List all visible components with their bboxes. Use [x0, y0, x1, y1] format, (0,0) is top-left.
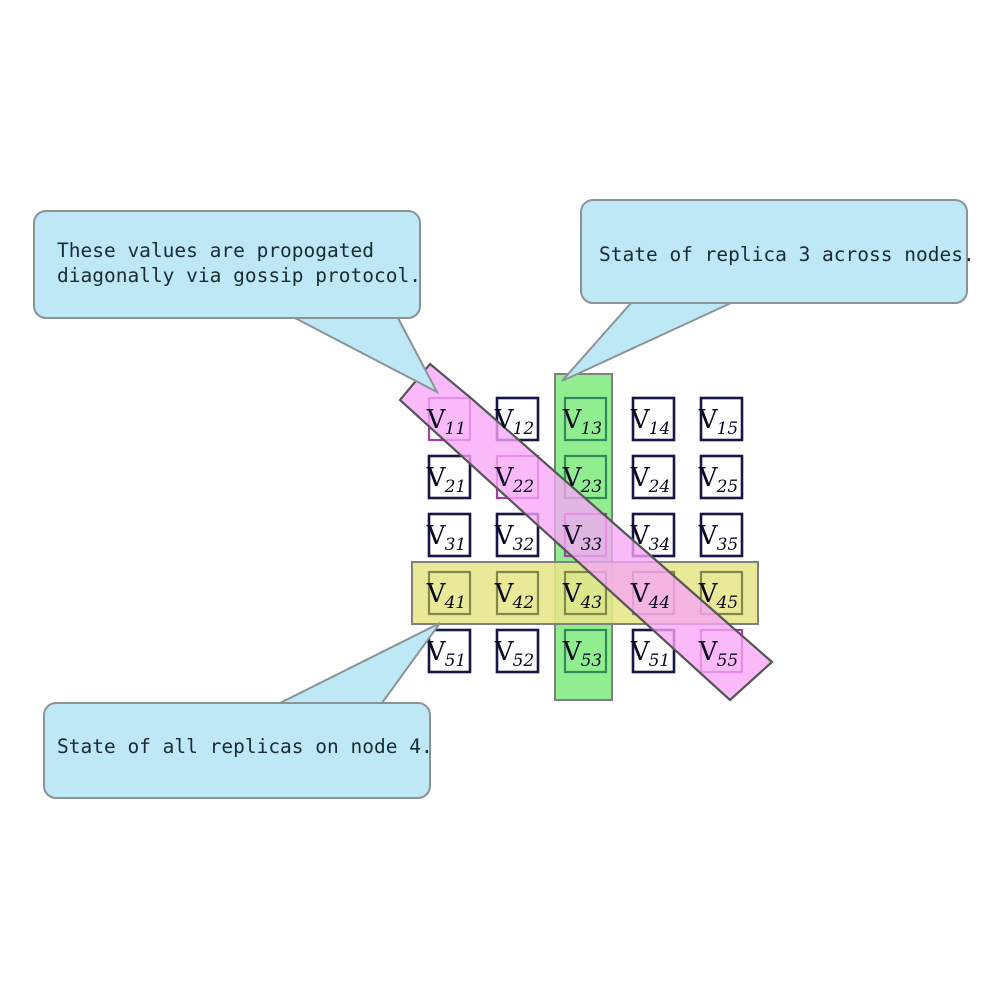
- cell-v52-r5c2[interactable]: [495, 628, 540, 674]
- cell-v52-r5c2-label: V52: [494, 637, 534, 671]
- cell-v35-r3c5[interactable]: [699, 512, 744, 558]
- cell-v51-r5c4-label: V51: [630, 637, 670, 671]
- gossip-diagonal-band-shape[interactable]: [398, 362, 774, 702]
- cell-v12-r1c2-label: V12: [494, 405, 534, 439]
- cell-v24-r2c4[interactable]: [631, 454, 676, 500]
- cell-v51-r5c1-label: V51: [426, 637, 466, 671]
- callout-replica-3-text: State of replica 3 across nodes.: [599, 243, 975, 266]
- cell-v13-r1c3[interactable]: [563, 396, 608, 442]
- cell-v42-r4c2-label: V42: [494, 579, 534, 613]
- cell-v41-r4c1-label: V41: [426, 579, 466, 613]
- callout-node-4[interactable]: State of all replicas on node 4.: [43, 622, 441, 799]
- gossip-diagonal-band[interactable]: [398, 362, 774, 702]
- callout-node-4-box[interactable]: [43, 702, 431, 799]
- cell-v24-r2c4-label: V24: [630, 463, 670, 497]
- callout-node-4-text: State of all replicas on node 4.: [57, 735, 433, 758]
- cell-v21-r2c1-label: V21: [426, 463, 466, 497]
- cell-v32-r3c2[interactable]: [495, 512, 540, 558]
- cell-v45-r4c5-label: V45: [698, 579, 738, 613]
- cell-v55-r5c5-label: V55: [698, 637, 738, 671]
- cell-v31-r3c1-label: V31: [426, 521, 466, 555]
- cell-v14-r1c4-label: V14: [630, 405, 670, 439]
- callout-replica-3[interactable]: State of replica 3 across nodes.: [561, 199, 975, 382]
- cell-v32-r3c2-label: V32: [494, 521, 534, 555]
- cell-v53-r5c3[interactable]: [563, 628, 608, 674]
- cell-v14-r1c4[interactable]: [631, 396, 676, 442]
- callout-gossip-box[interactable]: [33, 210, 421, 319]
- cell-v41-r4c1[interactable]: [427, 570, 472, 616]
- cell-v33-r3c3-label: V33: [562, 521, 602, 555]
- cell-v25-r2c5-label: V25: [698, 463, 738, 497]
- cell-v31-r3c1[interactable]: [427, 512, 472, 558]
- cell-v42-r4c2[interactable]: [495, 570, 540, 616]
- cell-v34-r3c4-label: V34: [630, 521, 670, 555]
- cell-v21-r2c1[interactable]: [427, 454, 472, 500]
- cell-v23-r2c3-label: V23: [562, 463, 602, 497]
- cell-v11-r1c1-label: V11: [426, 405, 466, 439]
- cell-v44-r4c4-label: V44: [630, 579, 670, 613]
- cell-v51-r5c1[interactable]: [427, 628, 472, 674]
- cell-v34-r3c4[interactable]: [631, 512, 676, 558]
- callout-node-4-tail: [279, 622, 441, 704]
- cell-v15-r1c5[interactable]: [699, 396, 744, 442]
- cell-v35-r3c5-label: V35: [698, 521, 738, 555]
- cell-v53-r5c3-label: V53: [562, 637, 602, 671]
- cell-v15-r1c5-label: V15: [698, 405, 738, 439]
- callout-gossip-tail: [294, 317, 440, 395]
- callout-replica-3-box[interactable]: [580, 199, 968, 304]
- cell-v12-r1c2[interactable]: [495, 396, 540, 442]
- cell-v43-r4c3[interactable]: [563, 570, 608, 616]
- cell-v25-r2c5[interactable]: [699, 454, 744, 500]
- callout-replica-3-tail: [561, 302, 732, 382]
- cell-v43-r4c3-label: V43: [562, 579, 602, 613]
- cell-v13-r1c3-label: V13: [562, 405, 602, 439]
- cell-v22-r2c2-label: V22: [494, 463, 534, 497]
- cell-v45-r4c5[interactable]: [699, 570, 744, 616]
- replica-node-grid: [427, 396, 744, 674]
